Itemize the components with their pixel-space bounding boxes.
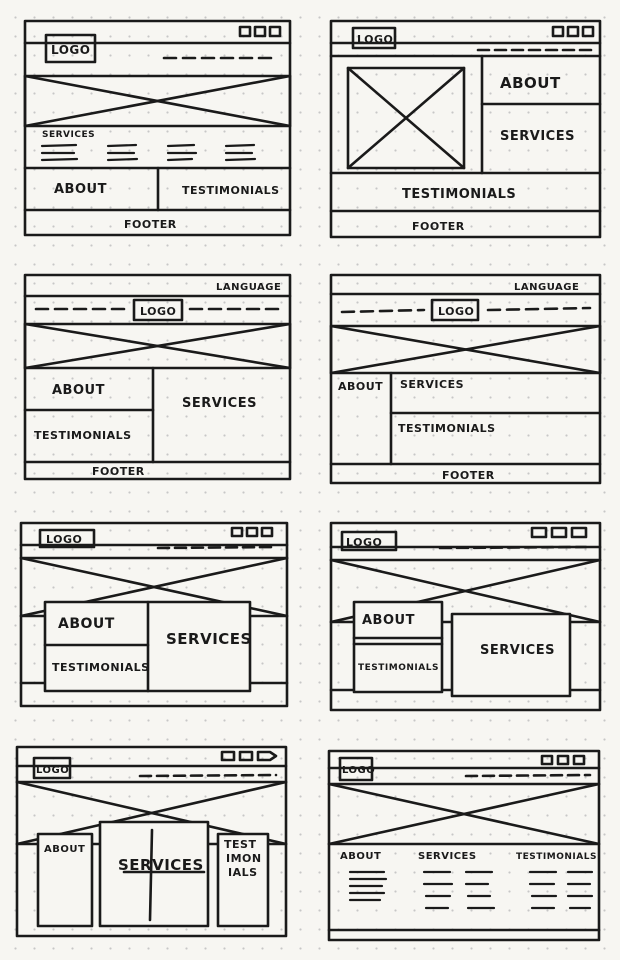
window-button-icon <box>268 25 282 38</box>
browser-frame <box>327 749 601 942</box>
window-button-icon <box>245 526 259 538</box>
window-button-icon <box>556 754 570 766</box>
logo-box <box>38 528 96 549</box>
logo-box <box>32 756 72 780</box>
nav-dashes <box>438 545 588 550</box>
about-label: ABOUT <box>500 74 561 92</box>
services-label: SERVICES <box>182 396 257 411</box>
testimonials-label: TESTIMONIALS <box>358 663 439 673</box>
services-label: SERVICES <box>418 851 477 862</box>
logo-label: LOGO <box>342 765 375 776</box>
testimonials-label: IMON <box>226 852 262 865</box>
logo-label: LOGO <box>140 305 176 318</box>
services-label: SERVICES <box>500 129 575 144</box>
window-button-icon <box>540 754 554 766</box>
about-label: ABOUT <box>340 851 381 862</box>
wireframe-sketch-3: LANGUAGE LOGO ABOUT SERVICES TESTIMONIAL… <box>22 272 294 482</box>
logo-box <box>430 298 480 322</box>
logo-box <box>340 530 398 552</box>
hero-image-placeholder <box>329 324 602 375</box>
window-button-icon <box>220 750 236 762</box>
window-button-icon <box>230 526 244 538</box>
nav-dashes <box>486 306 592 312</box>
browser-frame <box>23 273 292 481</box>
hero-image-placeholder <box>23 74 292 128</box>
nav-dashes <box>156 545 278 550</box>
window-button-icon <box>530 526 548 539</box>
services-label: SERVICES <box>166 630 252 648</box>
logo-label: LOGO <box>46 533 82 546</box>
wireframe-sketch-6: LOGO ABOUT TESTIMONIALS SERVICES <box>328 520 604 714</box>
wireframe-sketch-4: LANGUAGE LOGO ABOUT SERVICES TESTIMONIAL… <box>328 272 604 486</box>
testimonials-label: TESTIMONIALS <box>516 852 597 862</box>
services-label: SERVICES <box>118 856 204 874</box>
browser-frame <box>19 521 289 708</box>
browser-frame <box>329 273 602 485</box>
testimonials-label: TESTIMONIALS <box>52 661 150 674</box>
services-text-lines <box>40 143 257 162</box>
logo-label: LOGO <box>36 765 69 776</box>
logo-box <box>351 26 397 50</box>
testimonials-label: TEST <box>224 838 256 851</box>
window-button-icon <box>238 25 252 38</box>
image-placeholder <box>346 66 466 170</box>
testimonials-label: IALS <box>228 866 258 879</box>
services-panel <box>450 612 572 698</box>
language-selector: LANGUAGE <box>216 282 281 293</box>
column-text-lines <box>348 870 594 910</box>
logo-box <box>44 33 97 64</box>
testimonials-label: TESTIMONIALS <box>34 429 132 442</box>
window-button-icon <box>238 750 254 762</box>
window-button-icon <box>260 526 274 538</box>
browser-frame <box>23 19 292 237</box>
footer-label: FOOTER <box>412 220 465 233</box>
logo-label: LOGO <box>346 536 382 549</box>
testimonials-panel <box>216 832 270 928</box>
hero-image-placeholder <box>23 322 292 370</box>
services-label: SERVICES <box>42 130 95 140</box>
about-panel <box>36 832 94 928</box>
about-label: ABOUT <box>44 844 85 855</box>
window-button-icon <box>551 25 565 38</box>
footer-label: FOOTER <box>92 465 145 478</box>
logo-box <box>338 756 374 782</box>
footer-label: FOOTER <box>124 218 177 231</box>
window-button-icon <box>253 25 267 38</box>
nav-dashes <box>340 308 426 314</box>
logo-label: LOGO <box>51 43 90 57</box>
browser-frame <box>15 745 288 938</box>
footer-label: FOOTER <box>442 469 495 482</box>
wireframe-sketch-1: LOGO SERVICES ABOUT TESTIMONIALS FOOTER <box>22 18 294 238</box>
services-label: SERVICES <box>480 643 555 658</box>
wireframe-sketch-7: LOGO ABOUT SERVICES TEST IMON IALS <box>14 744 292 940</box>
window-button-icon <box>550 526 568 539</box>
logo-label: LOGO <box>357 33 393 46</box>
about-label: ABOUT <box>58 616 115 632</box>
about-label: ABOUT <box>54 182 107 197</box>
testimonials-label: TESTIMONIALS <box>398 422 496 435</box>
logo-label: LOGO <box>438 305 474 318</box>
window-button-icon <box>570 526 588 539</box>
about-label: ABOUT <box>52 383 105 398</box>
browser-frame <box>329 521 602 712</box>
services-panel <box>98 820 210 928</box>
nav-dashes <box>464 773 592 778</box>
about-label: ABOUT <box>362 613 415 628</box>
window-button-icon <box>256 750 278 762</box>
wireframe-sketch-5: LOGO ABOUT SERVICES TESTIMONIALS <box>18 520 294 710</box>
language-selector: LANGUAGE <box>514 282 579 293</box>
window-button-icon <box>572 754 586 766</box>
logo-box <box>132 298 184 322</box>
about-panel <box>352 600 444 694</box>
wireframe-sketch-8: LOGO ABOUT SERVICES TESTIMONIALS <box>326 748 604 944</box>
about-label: ABOUT <box>338 380 383 393</box>
browser-frame <box>329 19 602 239</box>
window-button-icon <box>566 25 580 38</box>
services-label: SERVICES <box>400 378 464 391</box>
wireframe-sketch-2: LOGO ABOUT SERVICES TESTIMONIALS FOOTER <box>328 18 604 240</box>
testimonials-label: TESTIMONIALS <box>402 187 516 202</box>
nav-dashes <box>138 773 278 778</box>
testimonials-label: TESTIMONIALS <box>182 184 280 197</box>
window-button-icon <box>581 25 595 38</box>
